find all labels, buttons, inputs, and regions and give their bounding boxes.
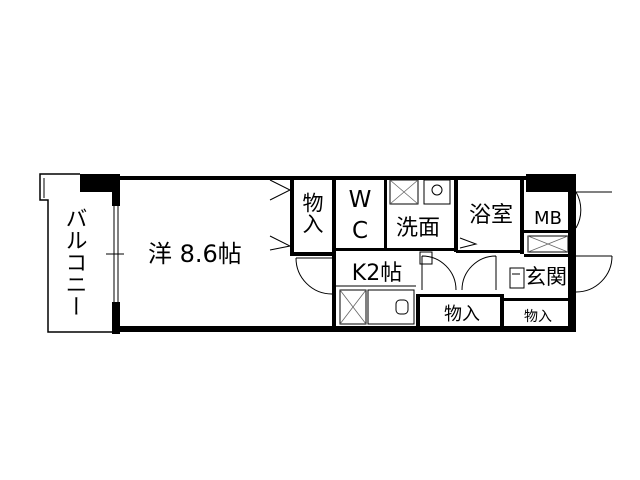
pipe-space bbox=[527, 235, 569, 253]
room-door bbox=[295, 257, 333, 295]
storage-3-label: 物入 bbox=[524, 309, 552, 325]
bathroom-label: 浴室 bbox=[469, 203, 513, 228]
interior-walls bbox=[290, 176, 570, 328]
washroom-label: 洗面 bbox=[396, 216, 440, 241]
entrance-doors bbox=[509, 191, 613, 293]
mb-label: MB bbox=[534, 208, 562, 229]
storage-1-label: 物入 bbox=[300, 192, 324, 234]
storage-2-label: 物入 bbox=[444, 304, 480, 325]
storage-1-doors bbox=[269, 179, 292, 251]
wc-label-w: W bbox=[349, 187, 372, 213]
outer-walls bbox=[80, 174, 576, 334]
western-room-label: 洋 8.6帖 bbox=[148, 240, 242, 268]
entrance-label: 玄関 bbox=[525, 265, 567, 289]
kitchen-doors bbox=[419, 251, 497, 291]
kitchen-label: K2帖 bbox=[352, 261, 402, 286]
kitchen-fixtures bbox=[336, 285, 416, 325]
washroom-fixtures bbox=[389, 179, 478, 249]
wc-label-c: C bbox=[352, 218, 368, 244]
balcony-label: バルコニー bbox=[62, 207, 87, 317]
balcony-area bbox=[39, 173, 112, 333]
